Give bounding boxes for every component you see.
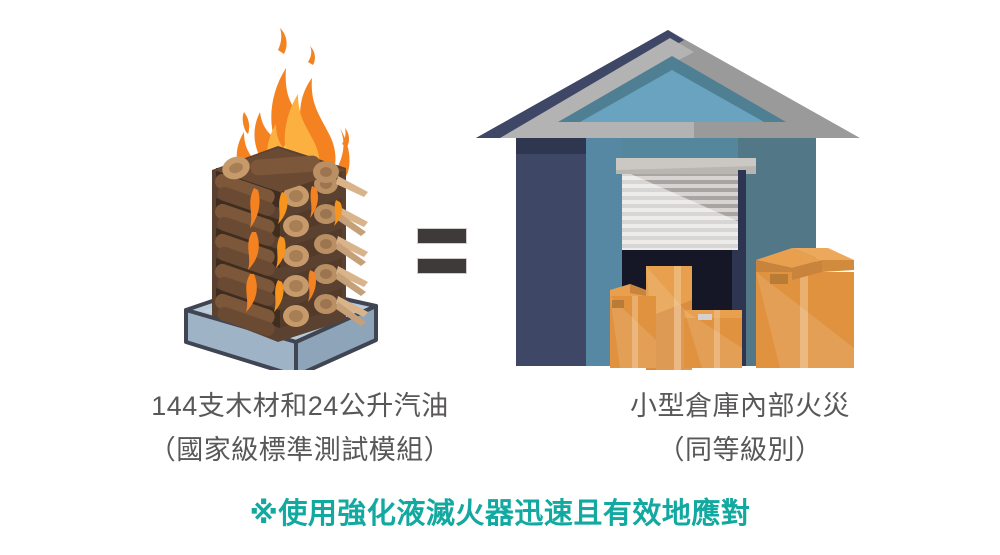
warehouse-gable bbox=[558, 56, 786, 122]
warehouse-illustration bbox=[470, 18, 890, 378]
log-top-cap bbox=[214, 148, 346, 192]
warehouse-roof bbox=[476, 30, 860, 138]
burning-wood-crib-illustration bbox=[150, 20, 410, 370]
right-caption: 小型倉庫內部火災 （同等級別） bbox=[490, 384, 990, 472]
log-layer-3 bbox=[215, 228, 368, 276]
right-caption-line2: （同等級別） bbox=[657, 435, 823, 465]
left-caption-line2: （國家級標準測試模組） bbox=[148, 435, 452, 465]
equals-sign bbox=[415, 228, 471, 278]
roll-up-shutter-door bbox=[616, 158, 756, 250]
left-caption: 144支木材和24公升汽油 （國家級標準測試模組） bbox=[50, 384, 550, 472]
right-caption-line1: 小型倉庫內部火災 bbox=[630, 391, 850, 421]
equals-bar-bottom bbox=[417, 258, 467, 274]
equals-bar-top bbox=[417, 228, 467, 244]
box-small-center bbox=[684, 310, 742, 368]
log-layer-1 bbox=[215, 288, 368, 336]
footer-note: ※使用強化液滅火器迅速且有效地應對 bbox=[249, 498, 751, 530]
box-open-right bbox=[756, 248, 854, 368]
log-crib-stack bbox=[212, 146, 368, 342]
left-caption-line1: 144支木材和24公升汽油 bbox=[151, 391, 449, 421]
flame-licks-through-stack bbox=[246, 186, 342, 312]
log-layer-4 bbox=[215, 198, 368, 246]
cardboard-boxes bbox=[610, 248, 854, 370]
box-small-left bbox=[610, 284, 656, 368]
